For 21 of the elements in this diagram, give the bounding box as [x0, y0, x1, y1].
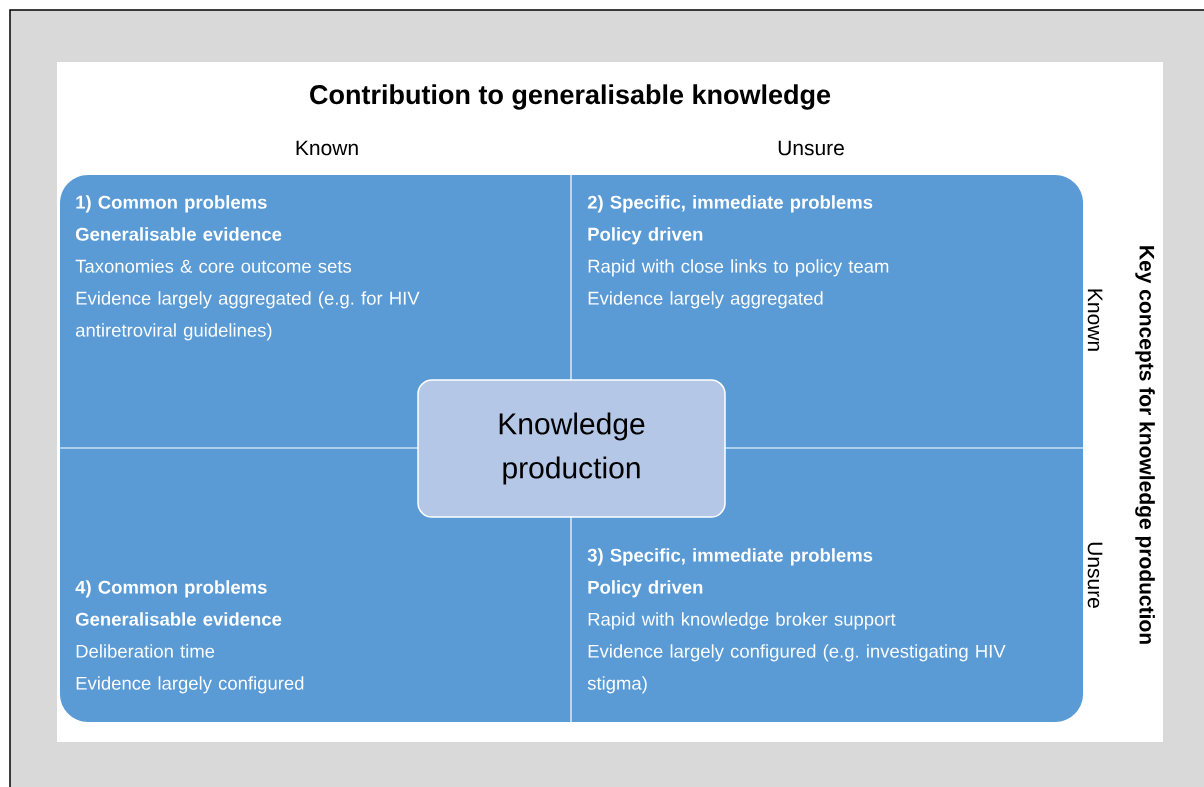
node-label: Taxonomies & core outcome sets: [75, 259, 352, 273]
node-label: Evidence largely aggregated (e.g. for HIV antiretroviral guidelines): [75, 291, 420, 341]
node-label: 1) Common problems: [76, 195, 267, 213]
node-label: Rapid with knowledge broker support: [588, 612, 896, 630]
node-label: Generalisable evidence: [75, 227, 282, 241]
center-box: Knowledge production: [417, 379, 726, 518]
axis-label: Known: [296, 140, 358, 156]
axis-label: Unsure: [778, 140, 844, 156]
node-label: Evidence largely aggregated: [588, 291, 823, 309]
node-label: Policy driven: [588, 227, 703, 245]
node-label: 2) Specific, immediate problems: [587, 195, 873, 213]
node-label: 3) Specific, immediate problems: [587, 548, 873, 566]
node-label: Deliberation time: [76, 644, 215, 658]
node-label: Evidence largely configured: [76, 676, 304, 694]
axis-title: Key concepts for knowledge production: [1135, 246, 1155, 644]
node-label: Evidence largely configured (e.g. investigating HIV stigma): [587, 644, 1006, 694]
node-label: Policy driven: [588, 580, 703, 598]
title: Contribution to generalisable knowledge: [310, 84, 831, 110]
node-label: 4) Common problems: [75, 580, 267, 598]
node-label: Generalisable evidence: [75, 612, 282, 626]
node-label: Rapid with close links to policy team: [588, 259, 889, 277]
